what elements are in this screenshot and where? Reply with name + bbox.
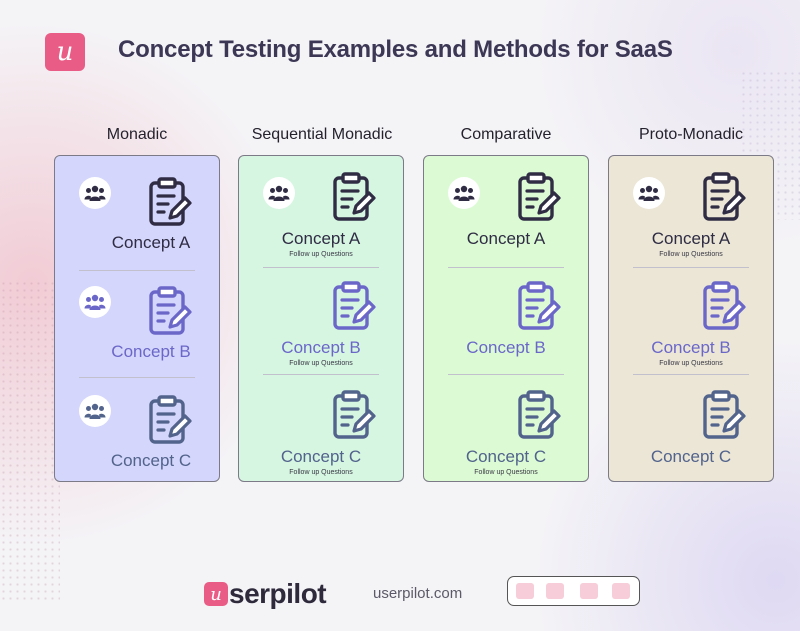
row-divider (79, 270, 195, 271)
people-group-icon (263, 177, 295, 209)
dot-pattern-left (0, 280, 60, 600)
people-group-icon (448, 177, 480, 209)
concept-label: Concept B (111, 342, 191, 361)
column-title-proto-monadic: Proto-Monadic (638, 126, 744, 143)
row-divider (633, 267, 749, 268)
row-divider (79, 377, 195, 378)
concept-label: Concept A (466, 229, 546, 248)
row-divider (633, 374, 749, 375)
slideout-widget-icon (580, 583, 598, 599)
clipboard-edit-icon (702, 390, 746, 440)
clipboard-edit-icon (332, 172, 376, 222)
concept-label: Concept A (111, 233, 191, 252)
concept-label: Concept B (281, 338, 361, 357)
concept-label: Concept B (466, 338, 546, 357)
row-divider (448, 267, 564, 268)
follow-up-questions-label: Follow up Questions (289, 251, 353, 258)
clipboard-edit-icon (148, 286, 192, 336)
page-title: Concept Testing Examples and Methods for… (118, 36, 673, 63)
concept-label: Concept C (280, 447, 362, 466)
panel-monadic (54, 155, 220, 482)
panel-comparative (423, 155, 589, 482)
clipboard-edit-icon (517, 390, 561, 440)
clipboard-edit-icon (702, 172, 746, 222)
column-title-monadic: Monadic (106, 126, 168, 143)
column-title-sequential-monadic: Sequential Monadic (251, 126, 393, 143)
concept-label: Concept C (110, 451, 192, 470)
concept-label: Concept C (650, 447, 732, 466)
concept-label: Concept C (465, 447, 547, 466)
panel-proto-monadic (608, 155, 774, 482)
clipboard-edit-icon (332, 390, 376, 440)
follow-up-questions-label: Follow up Questions (659, 251, 723, 258)
people-group-icon (79, 177, 111, 209)
concept-label: Concept A (651, 229, 731, 248)
concept-label: Concept A (281, 229, 361, 248)
enter-widget-icon (612, 583, 630, 599)
clipboard-edit-icon (148, 177, 192, 227)
footer-logo: u serpilot (204, 578, 327, 610)
row-divider (263, 374, 379, 375)
panel-sequential-monadic (238, 155, 404, 482)
clipboard-edit-icon (517, 281, 561, 331)
tooltip-widget-icon (546, 583, 564, 599)
row-divider (263, 267, 379, 268)
people-group-icon (633, 177, 665, 209)
follow-up-questions-label: Follow up Questions (289, 360, 353, 367)
footer-logo-badge: u (204, 582, 228, 606)
row-divider (448, 374, 564, 375)
follow-up-questions-label: Follow up Questions (659, 360, 723, 367)
footer-brand-text: serpilot (229, 578, 327, 609)
clipboard-edit-icon (702, 281, 746, 331)
footer-url: userpilot.com (373, 585, 463, 602)
userpilot-logo-badge: u (45, 33, 85, 71)
people-group-icon (79, 286, 111, 318)
clipboard-edit-icon (332, 281, 376, 331)
widget-icons-bar (507, 576, 640, 606)
clipboard-edit-icon (517, 172, 561, 222)
follow-up-questions-label: Follow up Questions (289, 469, 353, 476)
people-group-icon (79, 395, 111, 427)
banner-widget-icon (516, 583, 534, 599)
column-title-comparative: Comparative (460, 126, 552, 143)
clipboard-edit-icon (148, 395, 192, 445)
concept-label: Concept B (651, 338, 731, 357)
follow-up-questions-label: Follow up Questions (474, 469, 538, 476)
